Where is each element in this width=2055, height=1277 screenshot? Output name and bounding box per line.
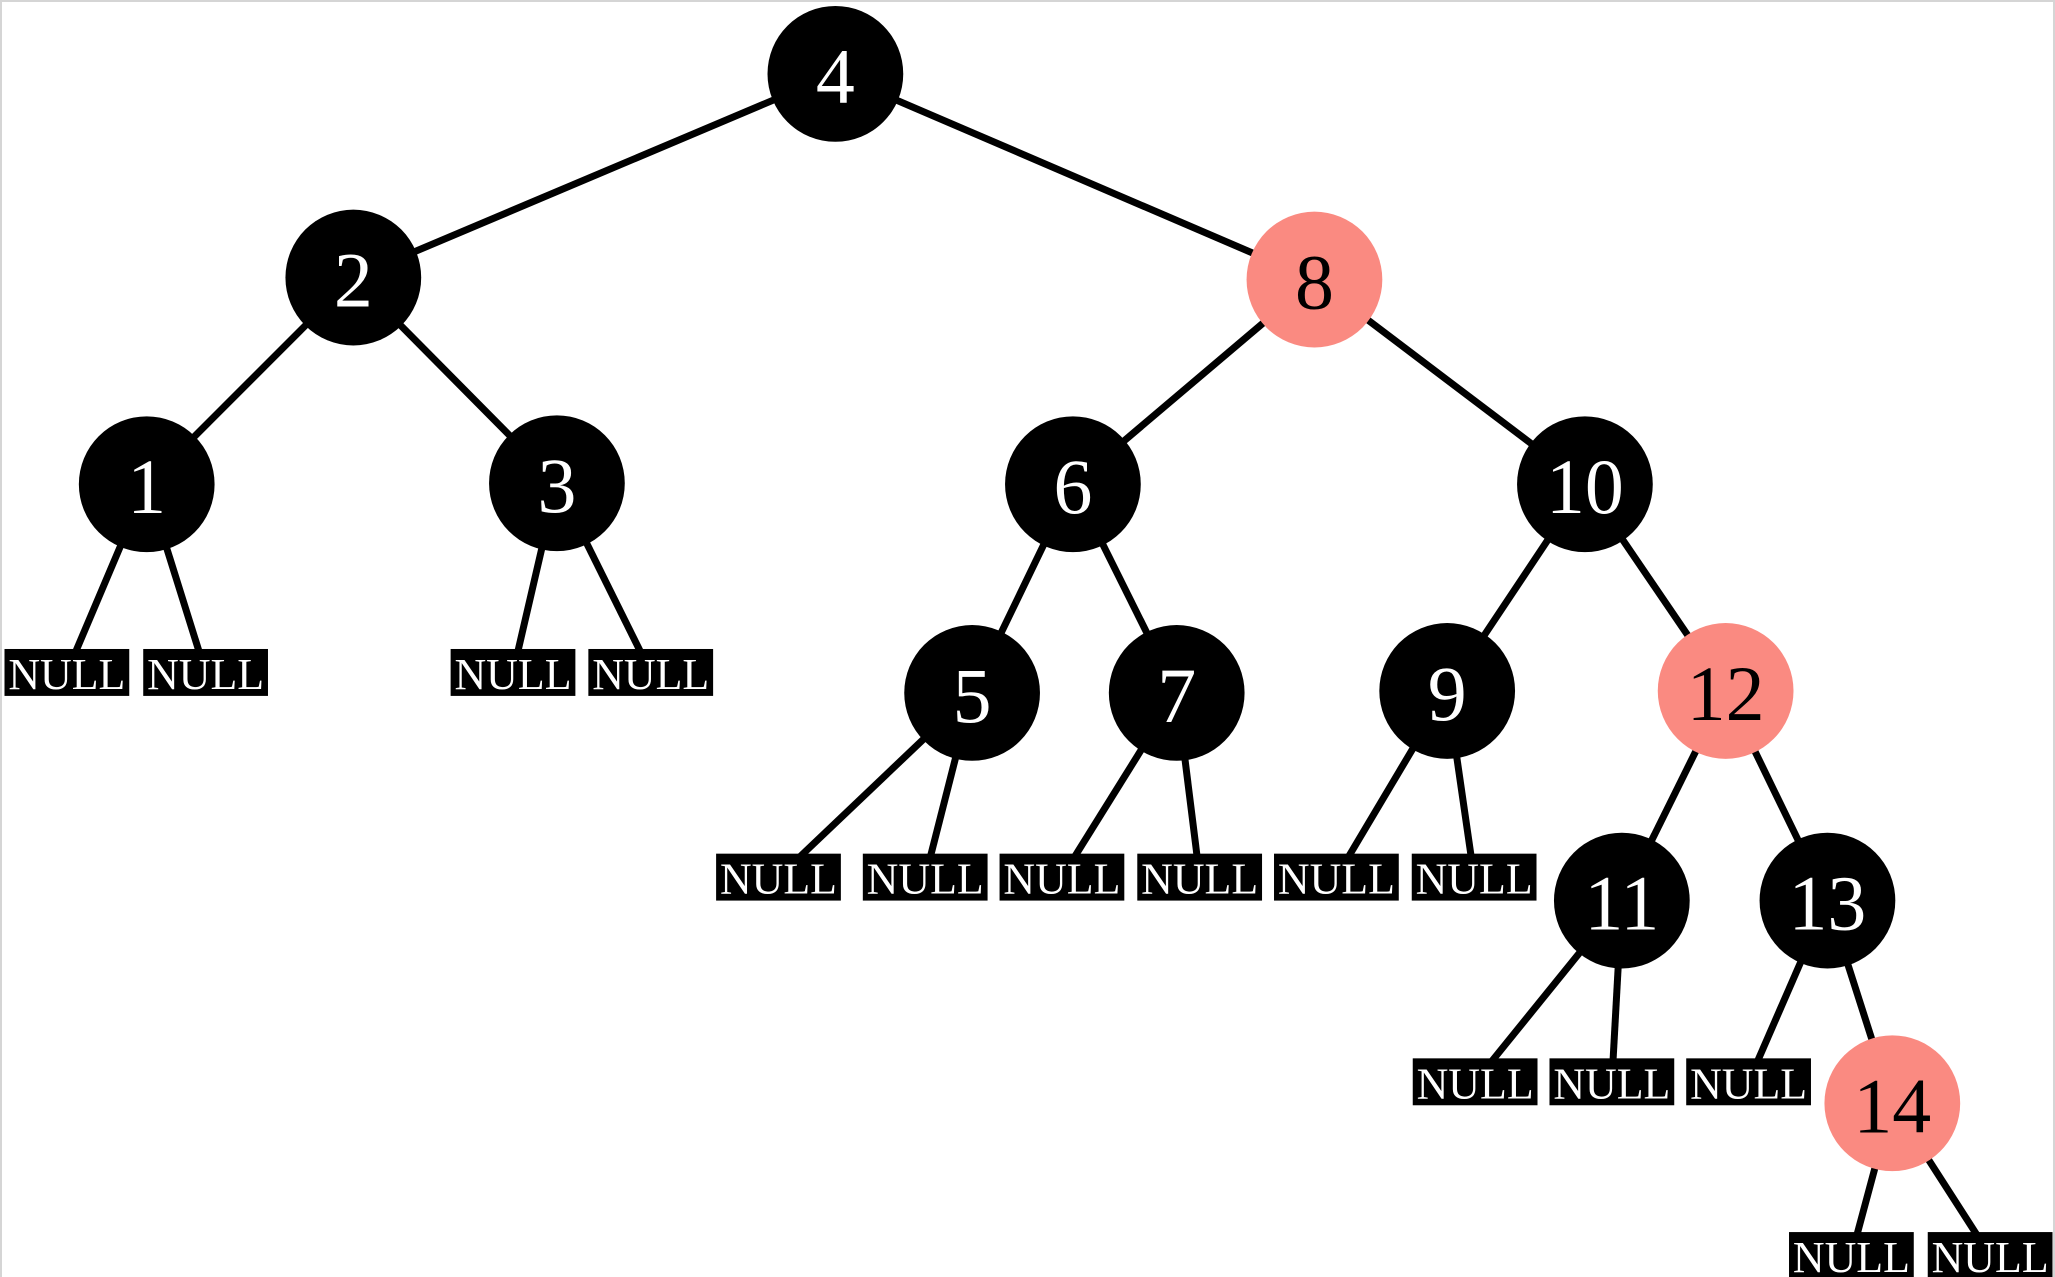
null-leaf-label: NULL: [720, 855, 837, 904]
null-leaf-box: [143, 648, 268, 696]
null-leaf-box: [1411, 853, 1537, 901]
tree-node-1: [78, 416, 215, 553]
tree-node-5: [904, 625, 1040, 761]
null-leaf-box: [1549, 1058, 1675, 1106]
null-leaf-box: [1686, 1058, 1811, 1106]
tree-node-4: [767, 5, 904, 142]
null-leaf-box: [1927, 1232, 2053, 1277]
null-leaf-box: [1274, 853, 1399, 901]
tree-node-6: [1005, 416, 1141, 553]
null-leaf-label: NULL: [1553, 1059, 1670, 1108]
null-leaf-label: NULL: [1932, 1233, 2049, 1277]
tree-node-label-12: 12: [1687, 651, 1765, 737]
null-leaf-label: NULL: [1141, 855, 1258, 904]
tree-edge-4-8: [833, 70, 1316, 283]
tree-node-14: [1824, 1035, 1961, 1172]
tree-node-label-1: 1: [127, 444, 166, 530]
null-leaf-label: NULL: [147, 650, 264, 699]
tree-node-8: [1246, 211, 1383, 348]
null-leaf-label: NULL: [867, 855, 984, 904]
null-leaf-label: NULL: [454, 650, 571, 699]
tree-node-label-11: 11: [1584, 861, 1659, 947]
tree-node-3: [489, 415, 625, 552]
null-leaf-box: [862, 853, 988, 901]
tree-node-12: [1657, 623, 1794, 759]
tree-node-11: [1553, 832, 1690, 969]
null-leaf-label: NULL: [1793, 1233, 1910, 1277]
tree-node-label-4: 4: [816, 34, 855, 120]
tree-node-label-9: 9: [1428, 651, 1467, 737]
tree-node-label-3: 3: [537, 443, 576, 529]
null-leaf-label: NULL: [1690, 1059, 1807, 1108]
tree-node-label-7: 7: [1157, 653, 1196, 739]
null-leaf-label: NULL: [592, 650, 709, 699]
null-leaf-box: [4, 648, 130, 696]
null-leaf-box: [588, 648, 714, 696]
null-leaf-box: [1412, 1058, 1538, 1106]
null-leaf-box: [1137, 853, 1263, 901]
tree-node-10: [1517, 416, 1653, 553]
tree-node-label-5: 5: [953, 653, 992, 739]
tree-node-label-8: 8: [1295, 240, 1334, 326]
tree-node-label-6: 6: [1053, 444, 1092, 530]
tree-node-9: [1379, 623, 1516, 759]
null-leaf-label: NULL: [1278, 855, 1395, 904]
null-leaf-label: NULL: [1417, 1059, 1534, 1108]
tree-node-label-2: 2: [334, 238, 373, 324]
null-leaf-label: NULL: [8, 650, 125, 699]
tree-node-label-14: 14: [1853, 1063, 1931, 1149]
null-leaf-box: [999, 853, 1125, 901]
tree-edge-4-2: [351, 70, 837, 281]
tree-node-label-10: 10: [1546, 444, 1624, 530]
tree-node-7: [1108, 625, 1245, 761]
null-leaf-box: [1789, 1232, 1914, 1277]
null-leaf-box: [450, 648, 576, 696]
tree-node-label-13: 13: [1789, 861, 1867, 947]
null-leaf-label: NULL: [1416, 855, 1533, 904]
tree-node-2: [285, 209, 422, 346]
null-leaf-label: NULL: [1003, 855, 1120, 904]
tree-node-13: [1759, 832, 1896, 969]
null-leaf-box: [716, 853, 841, 901]
